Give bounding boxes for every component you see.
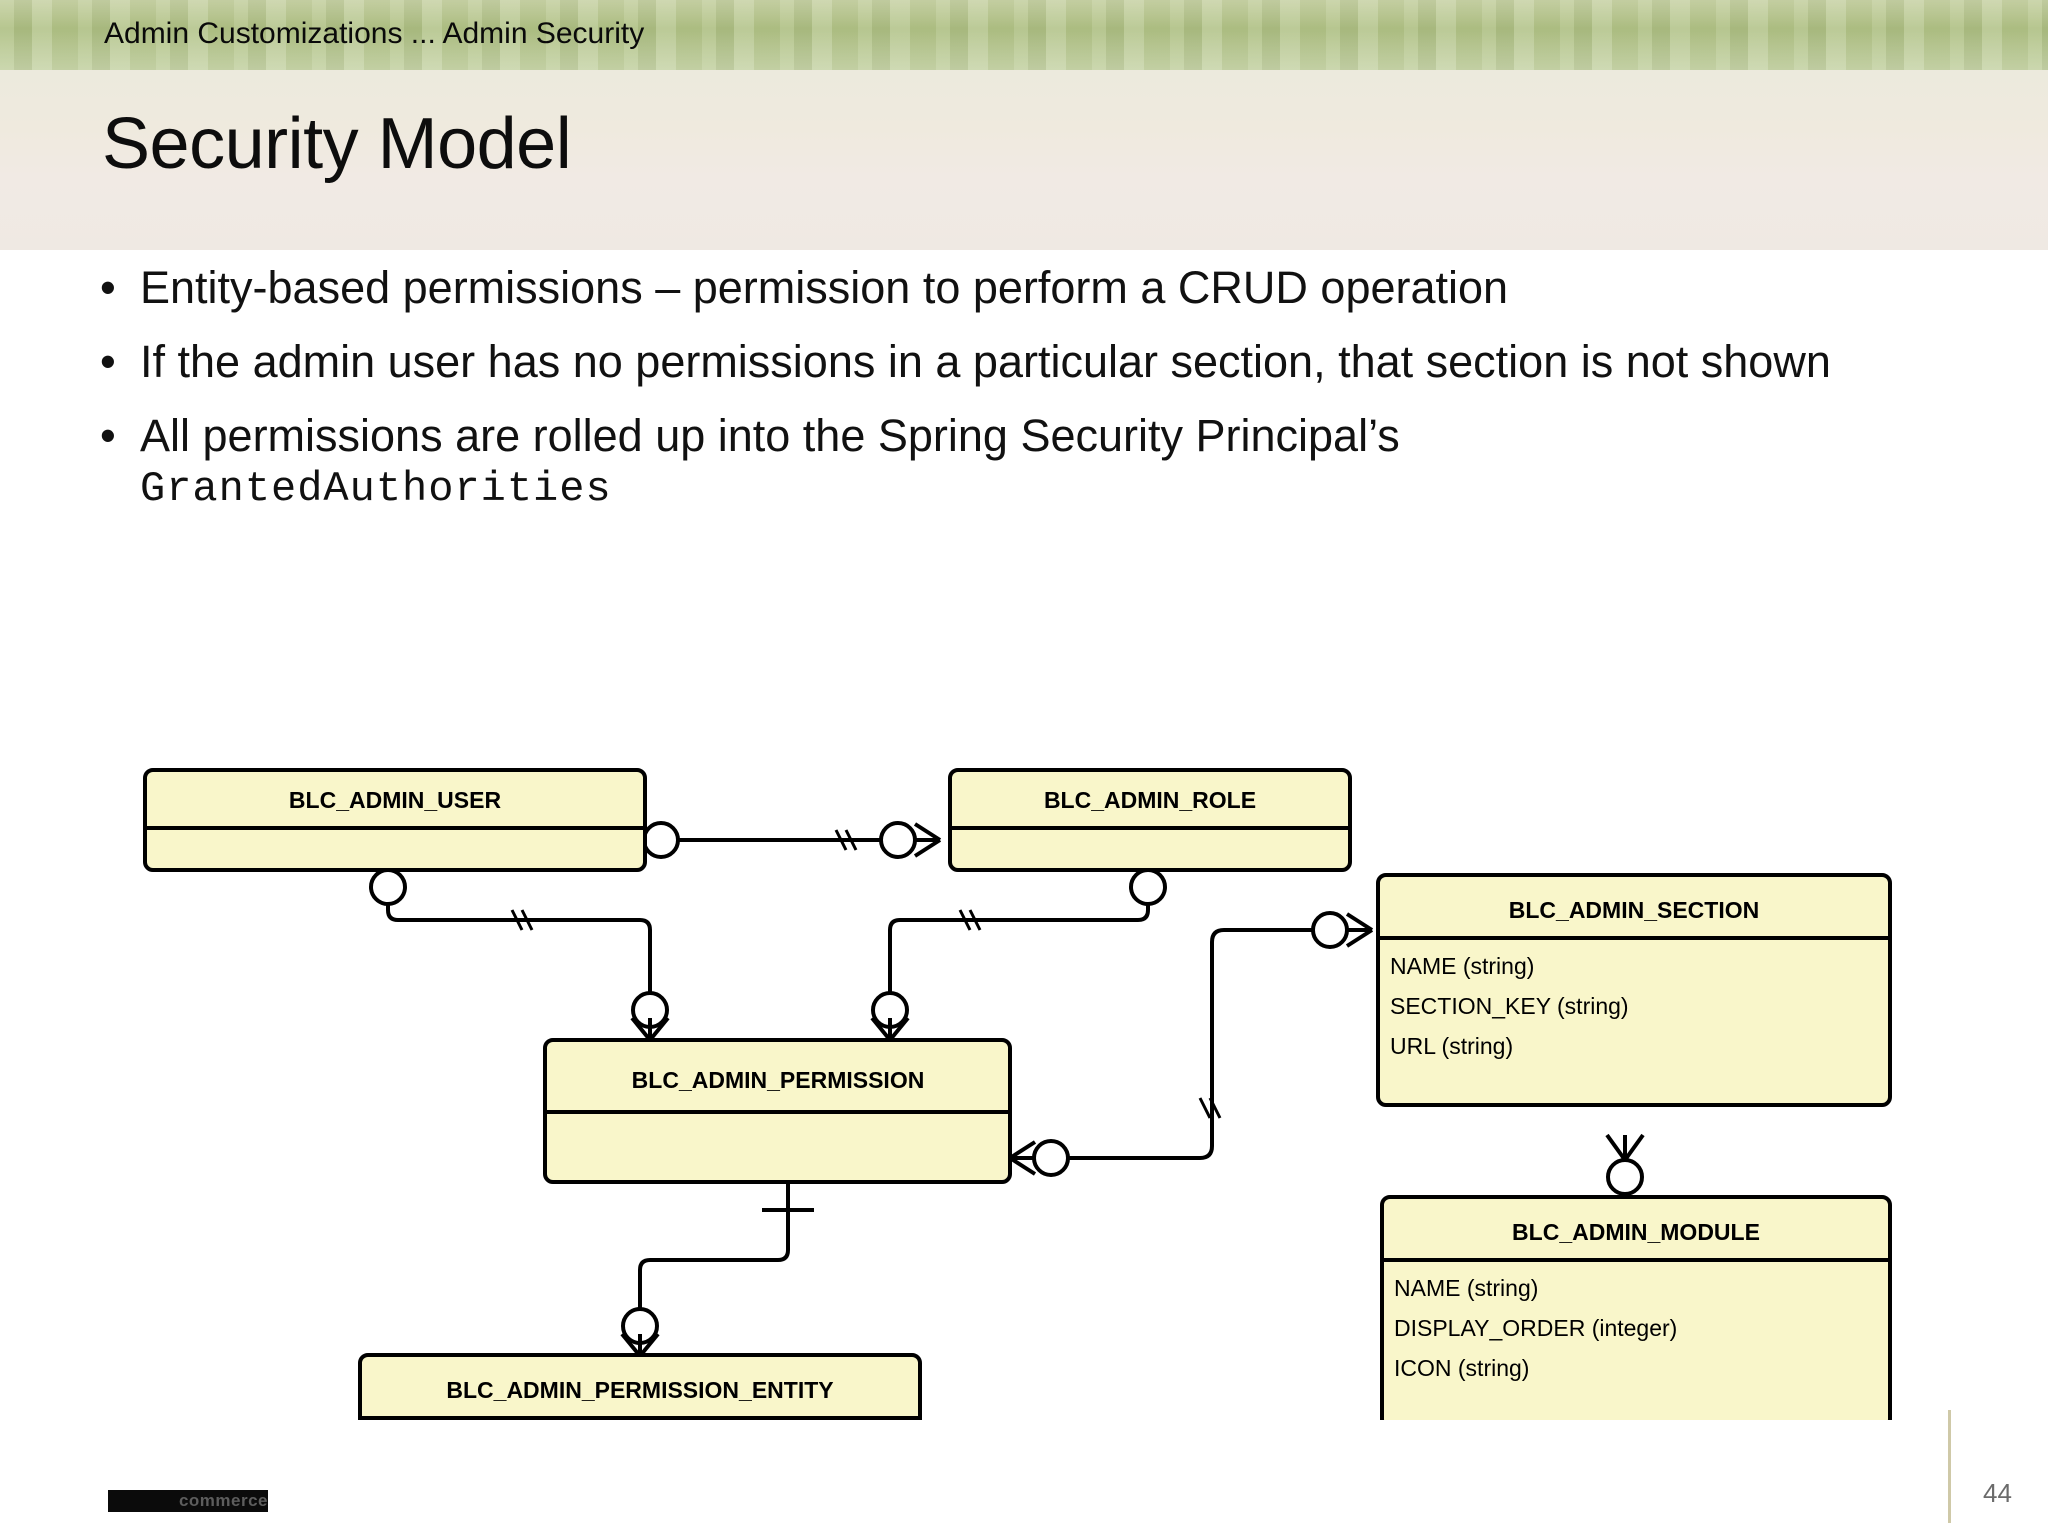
crowfoot-section-bottom	[1605, 1133, 1645, 1162]
crowfoot-permission-top-right	[870, 1016, 910, 1042]
connector-role-permission	[888, 870, 1150, 995]
bullet-list: • Entity-based permissions – permission …	[92, 262, 1972, 537]
bullet-text: All permissions are rolled up into the S…	[140, 410, 1400, 462]
connector-permission-section	[1055, 928, 1320, 1160]
crowfoot-section-left	[1345, 912, 1374, 948]
entity-blc-admin-section[interactable]: BLC_ADMIN_SECTION NAME (string) SECTION_…	[1376, 873, 1892, 1107]
brand-logo-text: commerce	[178, 1491, 268, 1510]
tick-user-permission	[510, 909, 534, 931]
bullet-marker: •	[100, 410, 116, 462]
optional-circle-role-user	[879, 821, 917, 859]
tick-permission-section	[1198, 1097, 1222, 1119]
bullet-item-3: • All permissions are rolled up into the…	[92, 410, 1972, 515]
optional-circle-role-permission	[1129, 868, 1167, 906]
entity-blc-admin-user[interactable]: BLC_ADMIN_USER	[143, 768, 647, 872]
optional-circle-section-module	[1606, 1158, 1644, 1196]
entity-title: BLC_ADMIN_ROLE	[1044, 787, 1256, 813]
entity-blc-admin-permission-entity[interactable]: BLC_ADMIN_PERMISSION_ENTITY	[358, 1353, 922, 1420]
title-band	[0, 70, 2048, 250]
bullet-text: Entity-based permissions – permission to…	[140, 262, 1509, 313]
entity-blc-admin-permission[interactable]: BLC_ADMIN_PERMISSION	[543, 1038, 1012, 1184]
entity-title: BLC_ADMIN_PERMISSION_ENTITY	[446, 1377, 833, 1403]
tick-role-permission	[958, 909, 982, 931]
bullet-code-text: GrantedAuthorities	[140, 464, 612, 513]
bullet-text: If the admin user has no permissions in …	[140, 336, 1831, 388]
optional-circle-user-permission	[369, 868, 407, 906]
entity-blc-admin-module[interactable]: BLC_ADMIN_MODULE NAME (string) DISPLAY_O…	[1380, 1195, 1892, 1420]
entity-title: BLC_ADMIN_USER	[289, 787, 502, 813]
bullet-item-1: • Entity-based permissions – permission …	[92, 262, 1972, 314]
page-number-divider	[1948, 1410, 1951, 1523]
entity-blc-admin-role[interactable]: BLC_ADMIN_ROLE	[948, 768, 1352, 872]
page-number: 44	[1983, 1478, 2012, 1508]
entity-title: BLC_ADMIN_MODULE	[1512, 1219, 1760, 1245]
optional-circle-user-role	[642, 821, 680, 859]
bullet-marker: •	[100, 336, 116, 388]
entity-attribute: URL (string)	[1390, 1033, 1513, 1059]
crowfoot-role-left	[913, 822, 942, 858]
entity-attribute: SECTION_KEY (string)	[1390, 993, 1629, 1019]
crowfoot-permissionentity-top	[620, 1332, 660, 1358]
entity-attribute: NAME (string)	[1394, 1275, 1538, 1301]
entity-attribute: ICON (string)	[1394, 1355, 1529, 1381]
entity-attribute: DISPLAY_ORDER (integer)	[1394, 1315, 1677, 1341]
er-diagram: BLC_ADMIN_USER BLC_ADMIN_ROLE BLC_ADMIN_…	[143, 768, 1892, 1420]
crowfoot-permission-right	[1008, 1140, 1037, 1176]
tick-user-role	[834, 829, 858, 851]
connector-user-permission	[386, 870, 652, 995]
entity-title: BLC_ADMIN_PERMISSION	[632, 1067, 925, 1093]
bullet-item-2: • If the admin user has no permissions i…	[92, 336, 1972, 388]
entity-title: BLC_ADMIN_SECTION	[1509, 897, 1759, 923]
brand-logo: commerce	[108, 1490, 268, 1512]
optional-circle-section-permission	[1311, 911, 1349, 949]
optional-circle-permission-section	[1032, 1139, 1070, 1177]
connector-permission-permissionentity	[638, 1182, 790, 1310]
er-connectors	[386, 838, 1643, 1310]
er-cardinality-marks	[368, 821, 1667, 1358]
entity-attribute: NAME (string)	[1390, 953, 1534, 979]
page-title: Security Model	[102, 104, 572, 184]
breadcrumb: Admin Customizations ... Admin Security	[104, 17, 645, 50]
bullet-marker: •	[100, 262, 116, 313]
crowfoot-permission-top-left	[630, 1016, 670, 1042]
